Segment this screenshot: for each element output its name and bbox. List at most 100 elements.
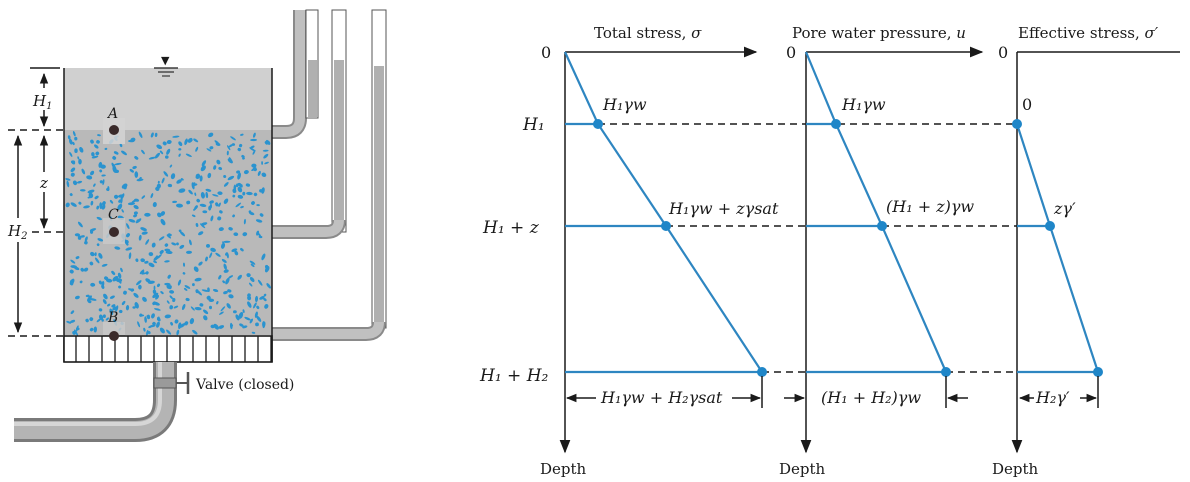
soil-grain [166, 148, 171, 155]
tank-dimensions: H1 z H2 [6, 67, 64, 337]
soil-grain [159, 327, 165, 334]
soil-grain [242, 309, 245, 313]
soil-grain [99, 180, 103, 184]
soil-grain [134, 302, 139, 309]
soil-grain [86, 175, 93, 180]
soil-grain [72, 131, 76, 137]
soil-grain [70, 259, 76, 264]
soil-grain [176, 179, 182, 184]
soil-grain [102, 314, 106, 318]
soil-grain [70, 202, 77, 207]
total-h1-annotation: H₁γw [602, 95, 647, 114]
effective-origin-label: 0 [998, 43, 1008, 62]
soil-grain [249, 277, 255, 282]
soil-grain [188, 189, 193, 195]
soil-grain [209, 146, 214, 150]
soil-grain [160, 291, 164, 295]
point-b-label: B [107, 310, 118, 326]
soil-grain [182, 272, 186, 275]
svg-text:H1: H1 [32, 92, 52, 112]
standpipe-b [272, 9, 387, 341]
pore-pressure-plot: 0 Pore water pressure, u Depth [779, 24, 984, 478]
soil-grain [156, 254, 162, 260]
soil-grain [240, 248, 244, 252]
soil-grain [141, 272, 147, 275]
soil-grain [102, 203, 106, 207]
soil-grain [145, 239, 150, 245]
soil-grain [261, 172, 267, 178]
soil-grain [132, 306, 136, 309]
soil-grain [125, 247, 133, 251]
soil-grain [125, 305, 130, 311]
soil-grain [152, 202, 157, 208]
soil-grain [166, 139, 172, 145]
soil-grain [89, 327, 94, 332]
soil-grain [117, 194, 125, 198]
soil-grain [128, 219, 136, 223]
soil-grain [184, 138, 188, 146]
drain-pipe [14, 362, 177, 442]
soil-grain [228, 227, 233, 231]
soil-grain [202, 210, 208, 214]
soil-grain [209, 200, 214, 204]
soil-grain [233, 310, 237, 314]
soil-grain [89, 228, 97, 232]
soil-grain [184, 321, 189, 326]
water-table-icon: ▼ [154, 54, 178, 77]
soil-grain [176, 329, 180, 336]
soil-grain [146, 315, 150, 318]
pore-pressure-title: Pore water pressure, u [792, 24, 966, 42]
soil-grain [69, 269, 74, 274]
soil-grain [246, 191, 253, 196]
point-b-marker [109, 331, 119, 341]
soil-grain [174, 319, 179, 324]
soil-grain [179, 231, 186, 237]
soil-grain [158, 236, 165, 241]
effective-stress-profile [1015, 123, 1100, 373]
soil-grain [223, 269, 229, 273]
soil-grain [89, 317, 94, 322]
soil-grain [148, 262, 155, 268]
soil-grain [244, 316, 251, 321]
soil-grain [131, 198, 139, 203]
soil-grain [259, 213, 264, 217]
soil-grain [75, 256, 80, 260]
soil-grain [187, 137, 193, 143]
soil-grain [266, 283, 272, 289]
soil-tank: Valve (closed) ▼ A C B H1 z [6, 9, 387, 442]
soil-grain [129, 168, 134, 173]
soil-grain [77, 235, 82, 240]
soil-grain [69, 279, 74, 286]
soil-grain [183, 287, 188, 291]
effective-stress-title: Effective stress, σ′ [1018, 24, 1159, 42]
total-h1z-annotation: H₁γw + zγsat [668, 199, 779, 218]
soil-grain [148, 325, 153, 329]
soil-grain [126, 233, 130, 238]
soil-grain [85, 294, 90, 298]
soil-grain [164, 243, 169, 247]
soil-layer [64, 130, 272, 335]
soil-grain [254, 311, 258, 318]
soil-grain [154, 152, 161, 159]
soil-grain [161, 177, 165, 184]
soil-grain [230, 136, 236, 141]
soil-grain [227, 289, 232, 293]
valve-icon [153, 372, 190, 394]
soil-grain [232, 214, 235, 218]
soil-grain [259, 296, 265, 300]
soil-grain [73, 329, 79, 336]
soil-grain [169, 305, 174, 310]
soil-grain [148, 252, 154, 257]
soil-grain [249, 147, 256, 152]
soil-grain [105, 317, 109, 321]
soil-grain [215, 202, 219, 207]
soil-grain [133, 211, 138, 215]
soil-grain [203, 309, 209, 315]
soil-grain [258, 235, 263, 239]
soil-grain [101, 174, 106, 177]
soil-grain [237, 194, 244, 199]
soil-grain [94, 252, 97, 257]
soil-grain [72, 180, 78, 186]
soil-grain [79, 280, 83, 284]
soil-grain [89, 261, 94, 266]
